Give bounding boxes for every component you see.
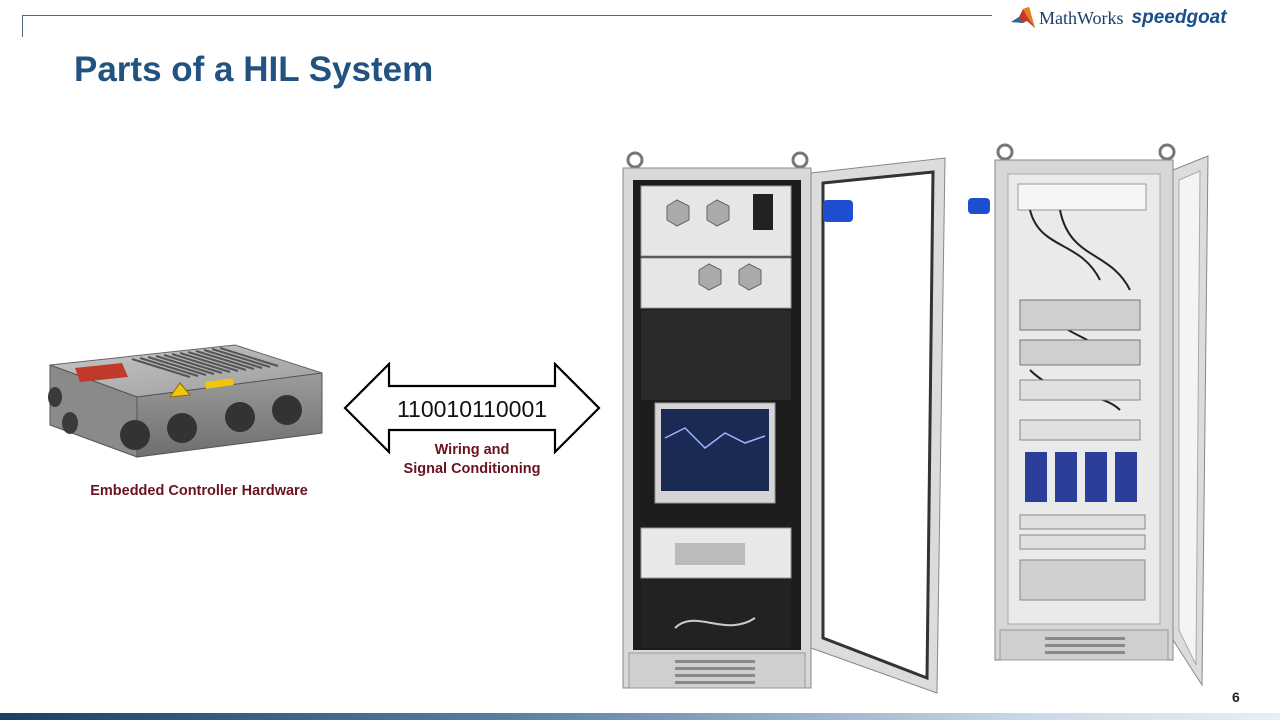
controller-box-image — [48, 344, 323, 458]
header-rule-tick — [22, 15, 23, 37]
header-logos: MathWorks speedgoat — [1010, 3, 1272, 33]
header-rule — [22, 15, 992, 16]
wiring-cabinet-image — [968, 143, 1209, 687]
hil-rack-cabinet-image — [622, 151, 946, 694]
signal-label-line2: Signal Conditioning — [403, 461, 541, 477]
mathworks-logo: MathWorks — [1039, 7, 1124, 28]
mathworks-membrane-icon — [1011, 7, 1035, 28]
controller-label: Embedded Controller Hardware — [90, 483, 308, 499]
binary-text: 110010110001 — [396, 396, 548, 422]
speedgoat-logo: speedgoat — [1131, 7, 1227, 28]
double-arrow-icon — [343, 362, 601, 455]
page-title: Parts of a HIL System — [74, 50, 434, 89]
signal-label-line1: Wiring and — [434, 442, 510, 458]
page-number: 6 — [1232, 689, 1240, 705]
footer-bar — [0, 713, 1280, 720]
signal-conditioning-label: Wiring and Signal Conditioning — [380, 441, 564, 479]
